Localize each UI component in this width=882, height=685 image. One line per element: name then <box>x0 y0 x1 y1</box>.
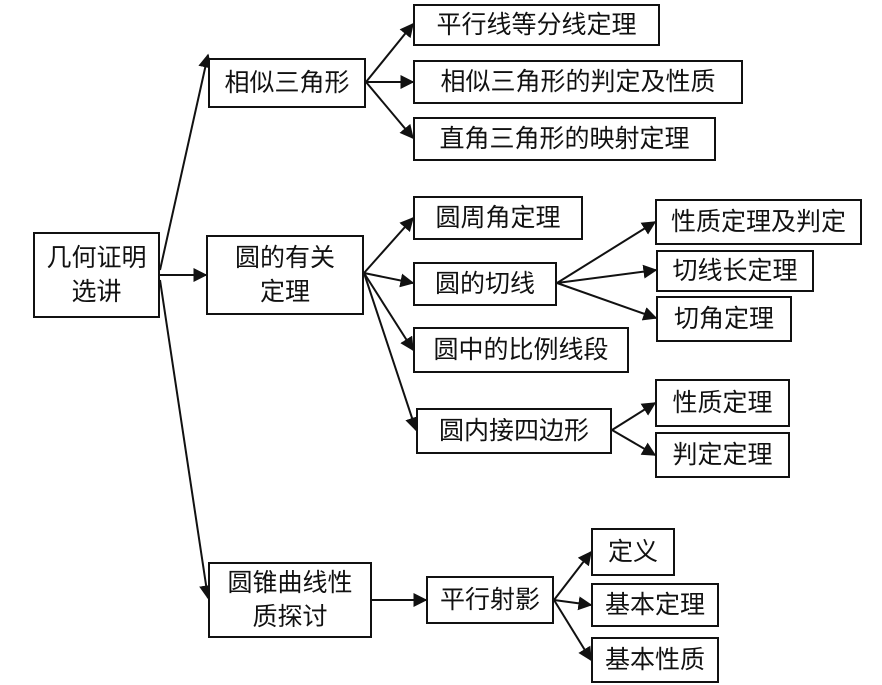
arrow-tangent-to-child-2 <box>556 264 658 284</box>
arrow-root-to-conic <box>159 279 214 600</box>
root-node[interactable]: 几何证明 选讲 <box>33 232 160 318</box>
circle-tangent[interactable]: 圆的切线 <box>413 262 557 306</box>
circle-inscribed-angle[interactable]: 圆周角定理 <box>413 196 583 240</box>
tangent-child-2[interactable]: 切线长定理 <box>656 250 814 292</box>
similar-child-3-label: 直角三角形的映射定理 <box>439 124 690 153</box>
branch-circle-label-line-2: 定理 <box>259 277 310 306</box>
branch-circle-theorems[interactable]: 圆的有关 定理 <box>206 235 364 315</box>
projection-child-basic-property[interactable]: 基本性质 <box>591 637 719 683</box>
arrow-cyclic-to-child-2 <box>611 429 657 456</box>
projection-child-definition[interactable]: 定义 <box>591 528 675 576</box>
branch-conic-label-line-2: 质探讨 <box>252 602 328 631</box>
circle-cyclic-quadrilateral[interactable]: 圆内接四边形 <box>416 408 612 454</box>
tangent-child-3-label: 切角定理 <box>673 304 774 333</box>
circle-proportional-segments[interactable]: 圆中的比例线段 <box>413 327 629 373</box>
arrow-circle-to-tangent <box>363 272 415 288</box>
branch-similar-label: 相似三角形 <box>224 68 350 97</box>
arrow-projection-to-child-1 <box>553 550 592 601</box>
cyclic-quad-label: 圆内接四边形 <box>438 416 589 445</box>
inscribed-angle-label: 圆周角定理 <box>435 203 561 232</box>
arrow-root-to-similar <box>159 53 213 271</box>
branch-conic-label-line-1: 圆锥曲线性 <box>227 568 353 597</box>
cyclic-quad-child-2[interactable]: 判定定理 <box>655 432 790 478</box>
projection-label: 平行射影 <box>439 585 540 614</box>
arrow-tangent-to-child-3 <box>556 282 658 321</box>
projection-child-2-label: 基本定理 <box>604 590 705 619</box>
root-label-line-2: 选讲 <box>71 277 122 306</box>
tangent-child-1-label: 性质定理及判定 <box>670 207 846 236</box>
arrow-cyclic-to-child-1 <box>611 402 657 431</box>
tangent-child-1[interactable]: 性质定理及判定 <box>655 199 862 245</box>
arrow-circle-to-proportional <box>363 272 414 352</box>
arrow-circle-to-inscribed-angle <box>363 216 414 274</box>
tangent-label: 圆的切线 <box>434 269 535 298</box>
similar-child-2-label: 相似三角形的判定及性质 <box>440 67 716 96</box>
arrow-tangent-to-child-1 <box>556 221 657 284</box>
conic-parallel-projection[interactable]: 平行射影 <box>426 576 554 624</box>
similar-child-3[interactable]: 直角三角形的映射定理 <box>413 117 716 161</box>
arrow-similar-to-child-1 <box>365 22 414 83</box>
branch-circle-label-line-1: 圆的有关 <box>234 243 335 272</box>
arrow-projection-to-child-3 <box>553 599 592 662</box>
tangent-child-3[interactable]: 切角定理 <box>656 296 792 342</box>
projection-child-3-label: 基本性质 <box>604 645 705 674</box>
arrow-circle-to-cyclic-quad <box>363 272 419 432</box>
projection-child-basic-theorem[interactable]: 基本定理 <box>591 583 719 627</box>
arrow-projection-to-child-2 <box>553 596 593 611</box>
similar-child-2[interactable]: 相似三角形的判定及性质 <box>413 60 743 104</box>
projection-child-1-label: 定义 <box>607 537 658 566</box>
cyclic-quad-child-1[interactable]: 性质定理 <box>655 379 790 427</box>
similar-child-1-label: 平行线等分线定理 <box>436 10 637 39</box>
cyclic-quad-child-1-label: 性质定理 <box>672 388 773 417</box>
branch-similar-triangles[interactable]: 相似三角形 <box>208 58 366 108</box>
cyclic-quad-child-2-label: 判定定理 <box>672 440 773 469</box>
arrow-similar-to-child-3 <box>365 81 414 140</box>
proportional-label: 圆中的比例线段 <box>433 335 609 364</box>
tangent-child-2-label: 切线长定理 <box>672 256 798 285</box>
similar-child-1[interactable]: 平行线等分线定理 <box>413 4 660 46</box>
branch-conic-properties[interactable]: 圆锥曲线性 质探讨 <box>208 562 372 638</box>
root-label-line-1: 几何证明 <box>46 243 147 272</box>
